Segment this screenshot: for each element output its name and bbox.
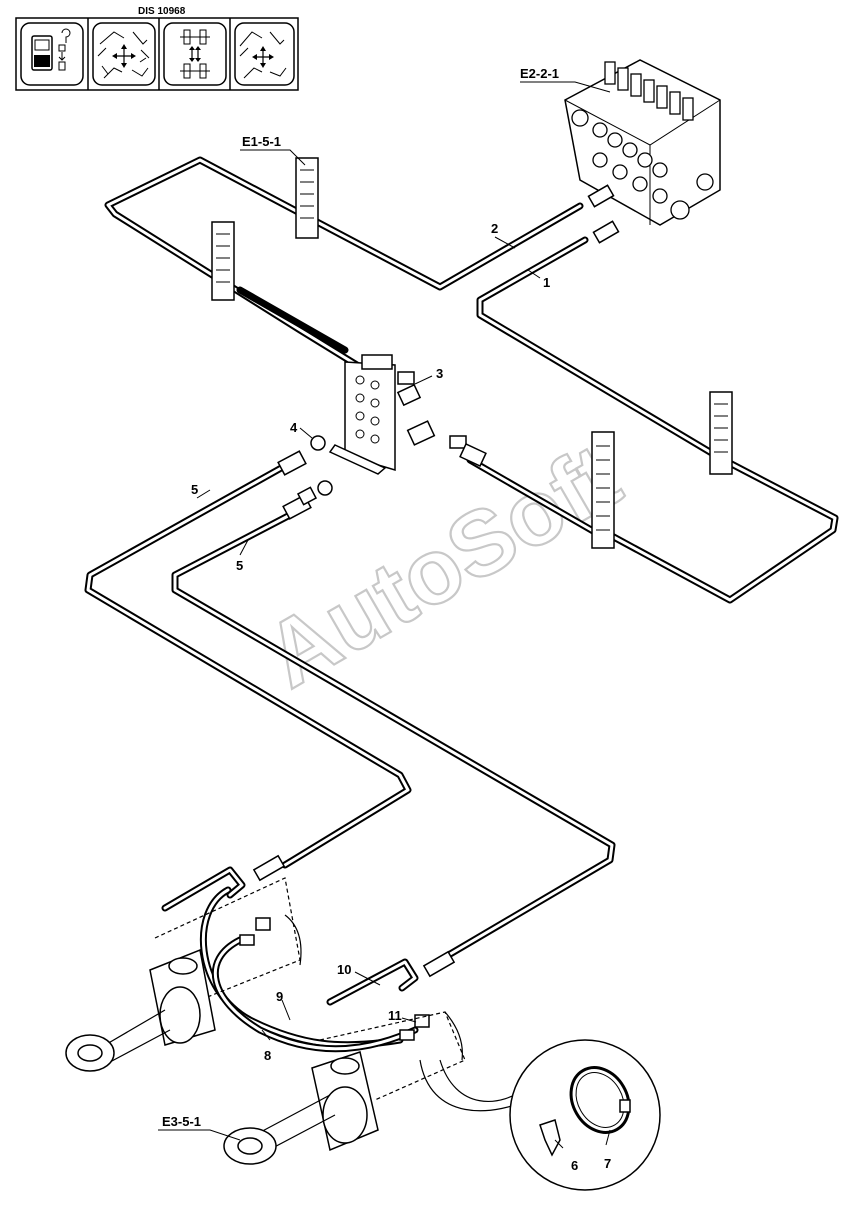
callout-9: 9 [276,989,283,1004]
cylinder-lower [223,1011,466,1165]
reference-labels: E2-2-1 E1-5-1 E3-5-1 [162,66,559,1129]
clamp-bar-center [591,431,615,549]
callout-2: 2 [491,221,498,236]
header-block: DIS 10968 [15,6,299,91]
detail-bubble [419,1039,661,1191]
doc-code: DIS 10968 [138,6,186,17]
callouts: 1 2 3 4 5 5 6 7 8 9 10 11 [191,221,611,1173]
hose-9 [199,886,404,1049]
excavator-move-arrows-2-icon [234,22,295,86]
callout-8: 8 [264,1048,271,1063]
cylinder-arrows-icon [163,22,227,86]
callout-5a: 5 [191,482,198,497]
callout-4: 4 [290,420,298,435]
connector-bracket [328,354,487,475]
remote-control-icon [20,22,84,86]
callout-7: 7 [604,1156,611,1171]
callout-11: 11 [388,1008,402,1023]
fittings [277,435,333,520]
callout-10: 10 [337,962,351,977]
clamp-bar-left [211,221,235,301]
hoses [84,156,839,964]
cylinder-upper [65,877,302,1072]
cylinder-hoses [199,886,419,1053]
ref-clamp-bar: E1-5-1 [242,134,281,149]
excavator-move-arrows-icon [92,22,156,86]
clamp-bar-upper [295,157,319,239]
callout-3: 3 [436,366,443,381]
ref-cylinder: E3-5-1 [162,1114,201,1129]
hose-8 [211,936,419,1053]
hose-2 [104,156,584,374]
callout-5b: 5 [236,558,243,573]
callout-1: 1 [543,275,550,290]
callout-6: 6 [571,1158,578,1173]
leader-lines [158,81,611,1149]
clamp-bar-right [709,391,733,475]
control-valve [564,59,721,244]
ref-valve: E2-2-1 [520,66,559,81]
